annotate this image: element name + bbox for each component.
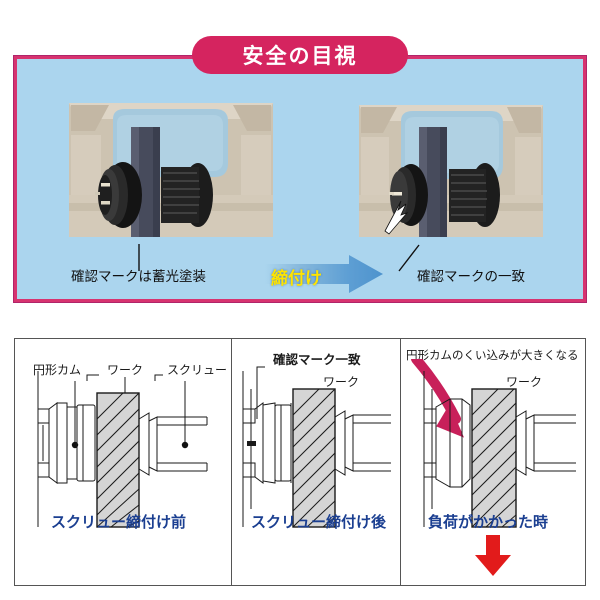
label-mark-aligned: 確認マーク一致 (273, 353, 361, 367)
top-panel: 確認マークは蓄光塗装 確認マークの一致 締付け (13, 55, 587, 303)
label-circular-cam: 円形カム (33, 363, 82, 377)
diagram-screw-before: 円形カム ワーク スクリュー (15, 339, 231, 585)
panel-divider-2 (400, 339, 401, 585)
bottom-panel: 円形カム ワーク スクリュー (14, 338, 586, 586)
diagram-screw-after: 確認マーク一致 ワーク (231, 339, 400, 585)
down-arrow-icon (474, 535, 512, 577)
caption-photo-right: 確認マークの一致 (417, 269, 525, 284)
diagram-under-load: 円形カムのくい込みが大きくなる ワーク (400, 339, 585, 585)
tighten-arrow: 締付け (265, 255, 383, 293)
photo-clamp-before (65, 91, 277, 249)
photo-clamp-after (345, 91, 557, 249)
panel-divider-1 (231, 339, 232, 585)
caption-before-tightening: スクリュー締付け前 (51, 514, 187, 531)
label-work-3: ワーク (506, 375, 543, 389)
label-cam-bite-in: 円形カムのくい込みが大きくなる (406, 350, 579, 362)
label-work-2: ワーク (323, 375, 360, 389)
label-work-1: ワーク (107, 363, 144, 377)
page-title: 安全の目視 (242, 45, 358, 68)
label-screw: スクリュー (167, 363, 228, 377)
caption-photo-left: 確認マークは蓄光塗装 (71, 269, 206, 284)
caption-after-tightening: スクリュー締付け後 (251, 514, 387, 531)
tighten-arrow-label: 締付け (271, 269, 322, 288)
caption-under-load: 負荷がかかった時 (428, 514, 549, 531)
title-banner: 安全の目視 (192, 36, 408, 74)
